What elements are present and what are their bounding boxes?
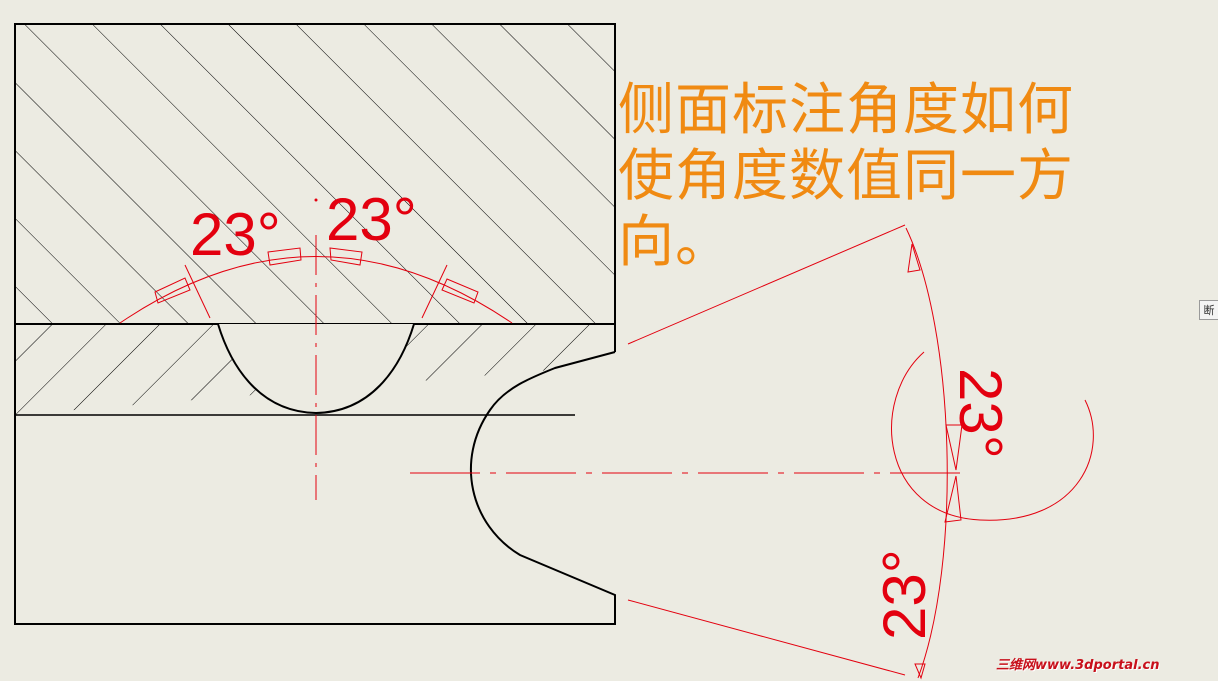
title-line: 向。	[618, 210, 732, 275]
upper-section	[14, 23, 616, 325]
side-upper-angle-label: 23°	[947, 368, 1014, 459]
watermark: 三维网www.3dportal.cn	[996, 658, 1160, 673]
top-right-angle-label: 23°	[326, 186, 417, 253]
top-left-angle-label: 23°	[190, 201, 281, 268]
question-title: 侧面标注角度如何 使角度数值同一方 向。	[618, 78, 1188, 276]
title-line: 使角度数值同一方	[618, 144, 1074, 209]
title-line: 侧面标注角度如何	[618, 78, 1074, 143]
side-panel-tab[interactable]: 断	[1199, 300, 1218, 320]
center-lines	[314, 198, 960, 500]
side-lower-angle-label: 23°	[871, 549, 938, 640]
top-angle-dimension	[119, 247, 513, 324]
lower-body	[14, 324, 616, 625]
middle-band	[15, 323, 616, 416]
side-angle-dimension	[627, 224, 1094, 680]
